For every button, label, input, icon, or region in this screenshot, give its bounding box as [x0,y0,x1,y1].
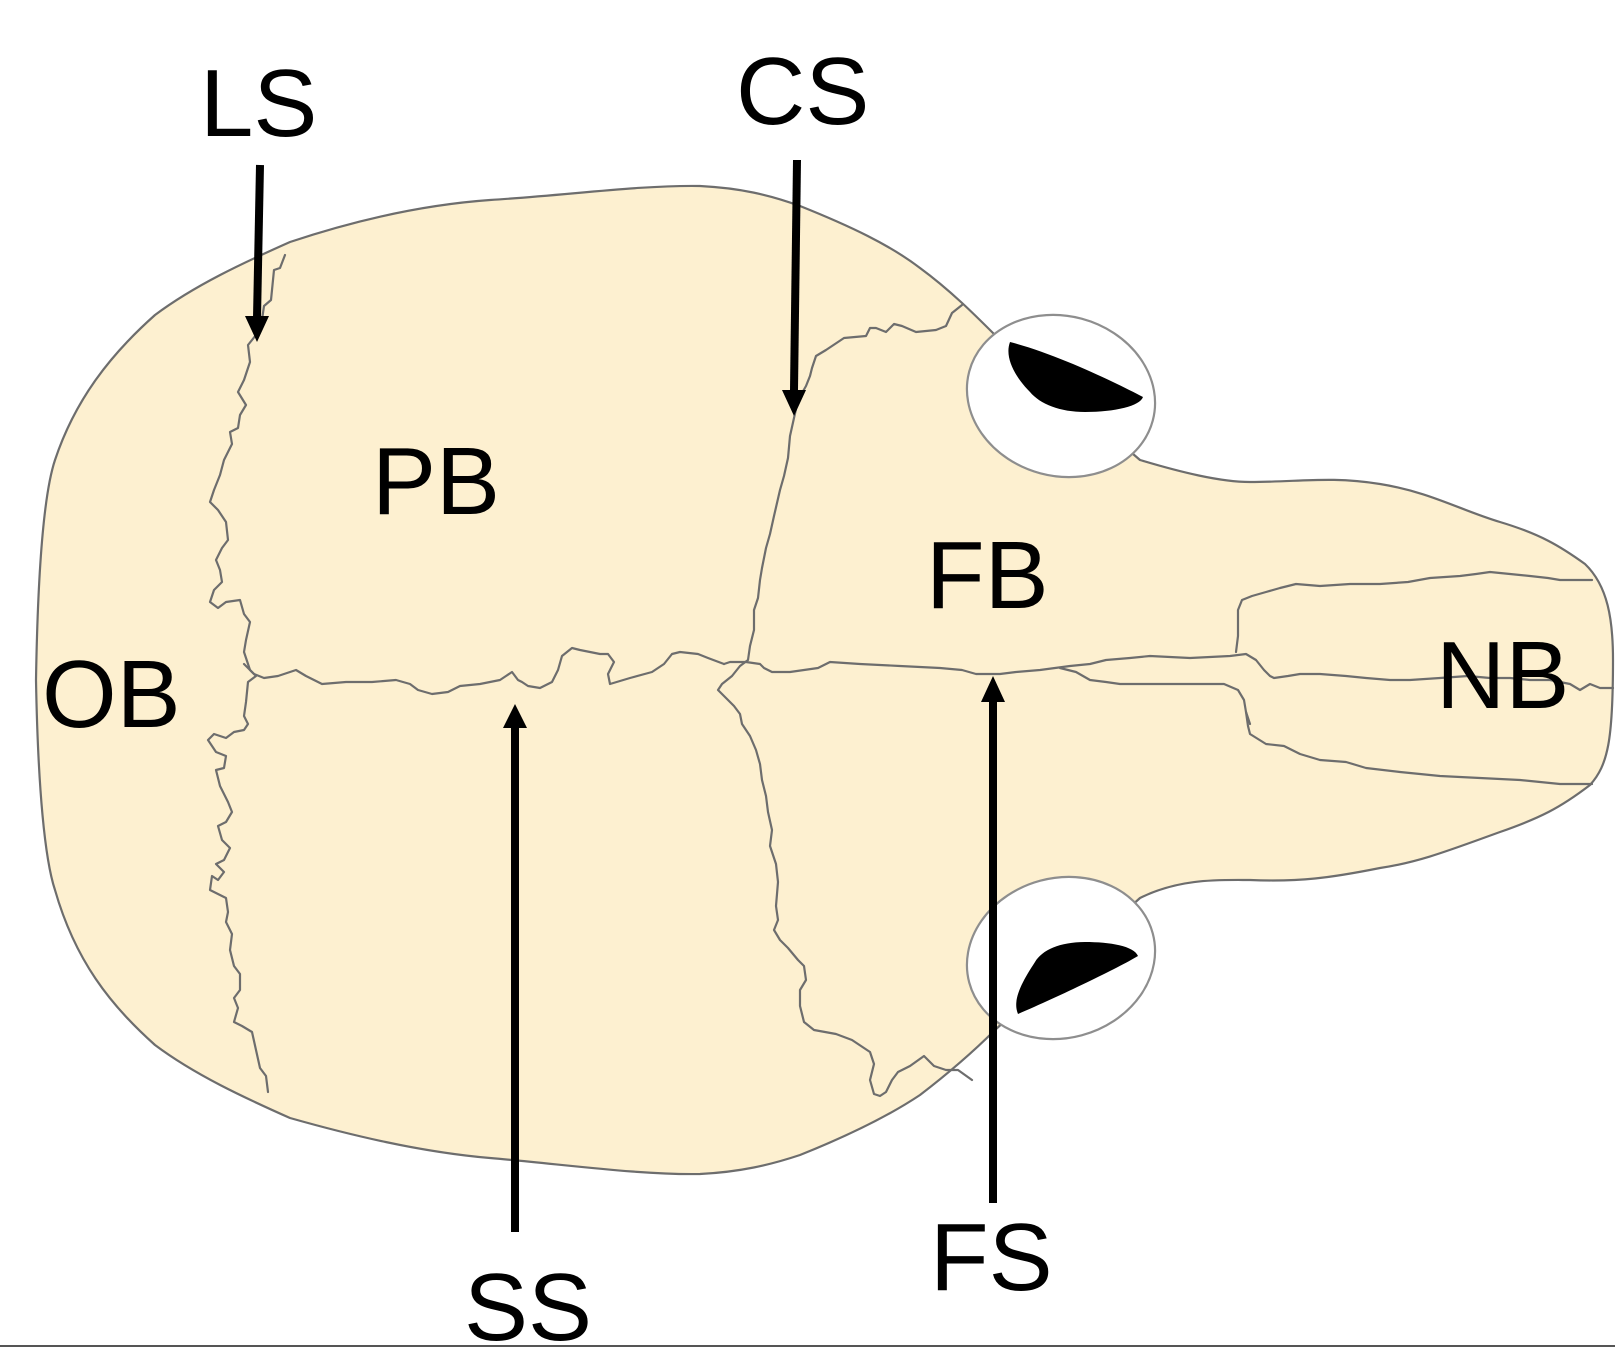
ls-arrow-shaft [257,165,260,318]
label-ls: LS [200,50,317,157]
label-fb: FB [926,522,1049,629]
label-nb: NB [1436,622,1569,729]
label-fs: FS [930,1204,1053,1311]
skull-outline [36,186,1613,1174]
label-ss: SS [464,1254,592,1347]
label-cs: CS [736,38,869,145]
cs-arrow-shaft [794,160,797,390]
label-pb: PB [372,428,500,535]
label-ob: OB [42,641,181,748]
